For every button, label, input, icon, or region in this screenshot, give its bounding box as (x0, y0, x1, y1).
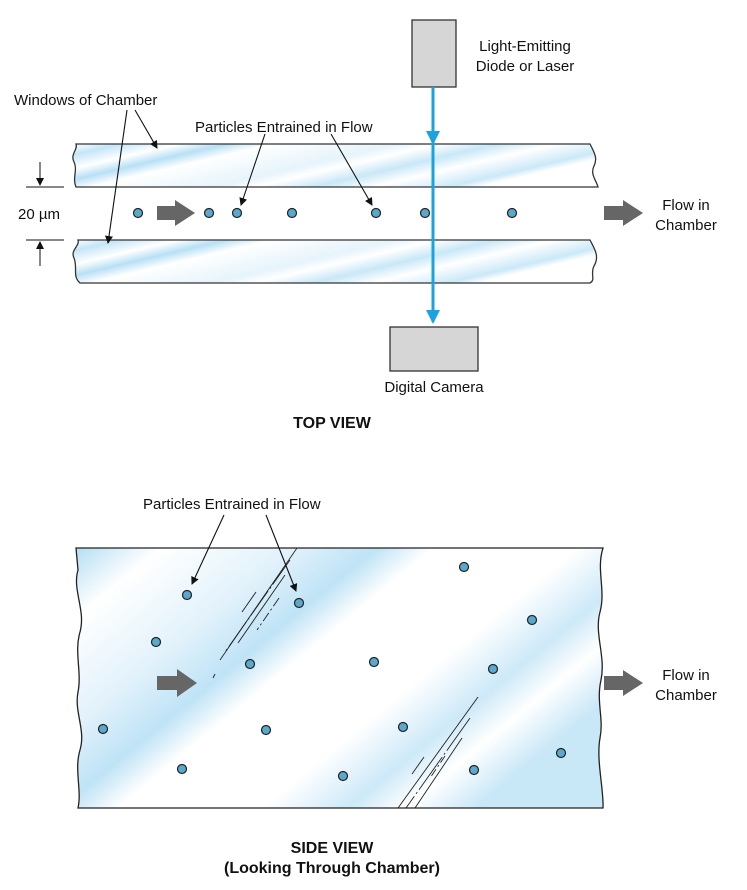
top-particle-leader-2 (330, 133, 373, 206)
light-source-label-line2: Diode or Laser (476, 58, 574, 75)
side-flow-arrow-inner (157, 669, 197, 697)
side-flow-arrow-outer (604, 670, 643, 696)
digital-camera-label: Digital Camera (384, 379, 484, 396)
windows-of-chamber-label: Windows of Chamber (14, 92, 157, 109)
side-particle-leader-2 (265, 514, 298, 592)
glass-reflection-lower (397, 696, 479, 809)
side-particle (468, 764, 480, 776)
side-particle-leader-1 (191, 514, 225, 585)
side-particle (397, 721, 409, 733)
side-flow-label-line2: Chamber (655, 687, 717, 704)
side-particle (244, 658, 256, 670)
top-particle (286, 207, 298, 219)
top-particle-leader-1 (239, 133, 266, 206)
top-flow-label-line1: Flow in (662, 197, 710, 214)
side-particle (150, 636, 162, 648)
side-view: Particles Entrained in Flow Flow in Cham… (75, 496, 717, 877)
top-flow-arrow-inner (157, 200, 195, 226)
top-flow-arrow-outer (604, 200, 643, 226)
top-particle (506, 207, 518, 219)
lower-window (72, 239, 598, 284)
side-view-title: SIDE VIEW (291, 840, 375, 857)
upper-window (72, 143, 599, 188)
side-particle (368, 656, 380, 668)
side-particle (526, 614, 538, 626)
side-flow-label-line1: Flow in (662, 667, 710, 684)
window-leader-upper (134, 109, 158, 149)
side-particle (337, 770, 349, 782)
side-particle (176, 763, 188, 775)
side-particle (458, 561, 470, 573)
side-particle (487, 663, 499, 675)
top-view: Light-Emitting Diode or Laser Digital Ca… (14, 19, 717, 432)
side-particle (97, 723, 109, 735)
top-view-title: TOP VIEW (293, 415, 372, 432)
side-particles-label: Particles Entrained in Flow (143, 496, 321, 513)
top-particles-label: Particles Entrained in Flow (195, 119, 373, 136)
digital-camera-box (389, 326, 479, 372)
top-particle (132, 207, 144, 219)
light-source-box (411, 19, 457, 88)
side-particle (555, 747, 567, 759)
glass-reflection-upper (212, 547, 298, 679)
side-view-subtitle: (Looking Through Chamber) (224, 860, 440, 877)
side-particle (293, 597, 305, 609)
side-particle (260, 724, 272, 736)
top-flow-label-line2: Chamber (655, 217, 717, 234)
top-particle (231, 207, 243, 219)
top-particle (419, 207, 431, 219)
top-particle (203, 207, 215, 219)
top-particle (370, 207, 382, 219)
side-particle (181, 589, 193, 601)
window-leader-lower (105, 109, 128, 244)
gap-label: 20 µm (18, 206, 60, 223)
side-window (75, 547, 604, 809)
light-source-label-line1: Light-Emitting (479, 38, 571, 55)
